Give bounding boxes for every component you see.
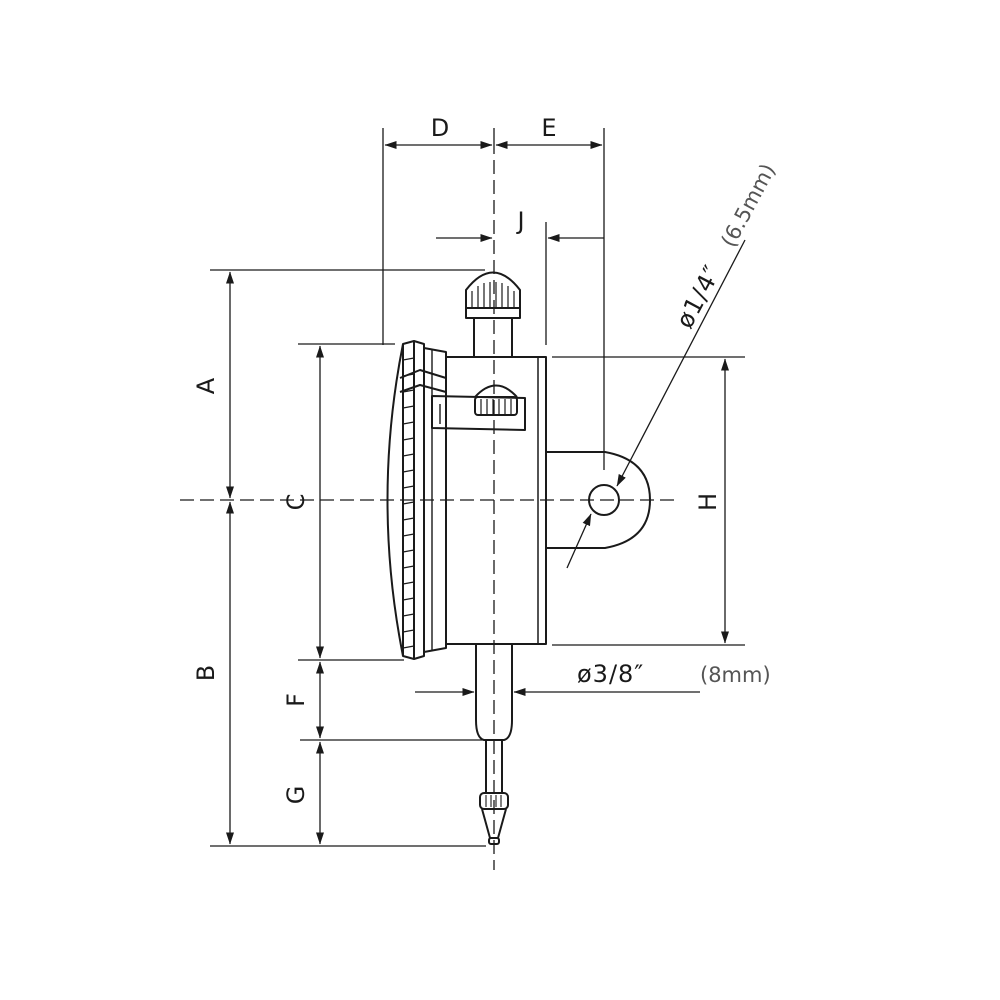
label-j: J <box>515 207 524 235</box>
dimension-lines <box>226 141 746 845</box>
stem-diameter-callout: ø3/8″ (8mm) <box>577 660 771 688</box>
top-stem <box>473 317 513 358</box>
label-g: G <box>282 786 310 805</box>
mounting-hole-imperial: ø1/4″ <box>671 260 727 333</box>
dimension-labels: D E J A B C F G H <box>192 114 722 804</box>
top-cap-knurl <box>471 282 515 308</box>
stem-diameter-imperial: ø3/8″ <box>577 660 644 688</box>
bezel-knurl <box>402 357 415 649</box>
mounting-hole <box>588 484 620 516</box>
label-a: A <box>192 377 220 394</box>
dim-hole-leader-lower <box>566 513 592 569</box>
mounting-hole-metric: (6.5mm) <box>716 160 780 251</box>
center-lines <box>180 140 680 870</box>
extension-lines <box>210 128 745 847</box>
indicator-body <box>386 271 651 845</box>
dim-hole-leader-upper <box>616 239 746 487</box>
label-b: B <box>192 665 220 681</box>
stem-diameter-metric: (8mm) <box>700 663 771 687</box>
label-e: E <box>541 114 556 142</box>
bezel-ring-inner <box>413 340 425 660</box>
clamp-screw-head <box>474 396 518 416</box>
clamp-screw-dome <box>474 384 518 398</box>
bottom-stem <box>475 644 513 741</box>
mounting-hole-callout: ø1/4″ (6.5mm) <box>671 160 781 333</box>
contact-point-knurl <box>479 792 509 810</box>
crystal-curve <box>386 343 404 657</box>
top-stem-collar <box>465 307 521 319</box>
label-c: C <box>282 494 310 511</box>
top-cap <box>465 271 521 308</box>
label-d: D <box>431 114 449 142</box>
mounting-lug <box>546 451 651 549</box>
label-f: F <box>282 693 310 707</box>
label-h: H <box>694 493 722 511</box>
